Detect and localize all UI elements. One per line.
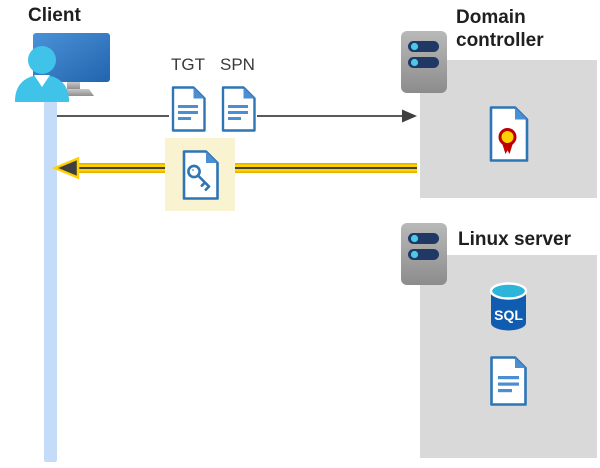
left-arrowhead-icon bbox=[51, 156, 80, 180]
spn-ticket-document-icon bbox=[221, 86, 256, 132]
response-arrow bbox=[51, 156, 417, 180]
linux-server-title: Linux server bbox=[458, 229, 571, 250]
person-icon bbox=[15, 46, 69, 102]
domain-controller-server-icon bbox=[401, 31, 447, 93]
certificate-icon bbox=[489, 106, 529, 162]
key-document-icon bbox=[182, 149, 219, 200]
linux-server-icon bbox=[401, 223, 447, 285]
service-ticket-highlight bbox=[165, 138, 235, 211]
tgt-label: TGT bbox=[171, 55, 205, 74]
keytab-document-icon bbox=[490, 356, 527, 406]
domain-controller-title: Domain controller bbox=[456, 7, 544, 51]
right-arrowhead-icon bbox=[402, 109, 417, 123]
client-title: Client bbox=[28, 5, 81, 26]
sql-label: SQL bbox=[494, 307, 523, 323]
client-workstation-icon bbox=[15, 33, 110, 102]
spn-label: SPN bbox=[220, 55, 255, 74]
sql-database-icon: SQL bbox=[489, 282, 528, 331]
client-lifeline bbox=[44, 86, 57, 462]
tgt-ticket-document-icon bbox=[171, 86, 206, 132]
